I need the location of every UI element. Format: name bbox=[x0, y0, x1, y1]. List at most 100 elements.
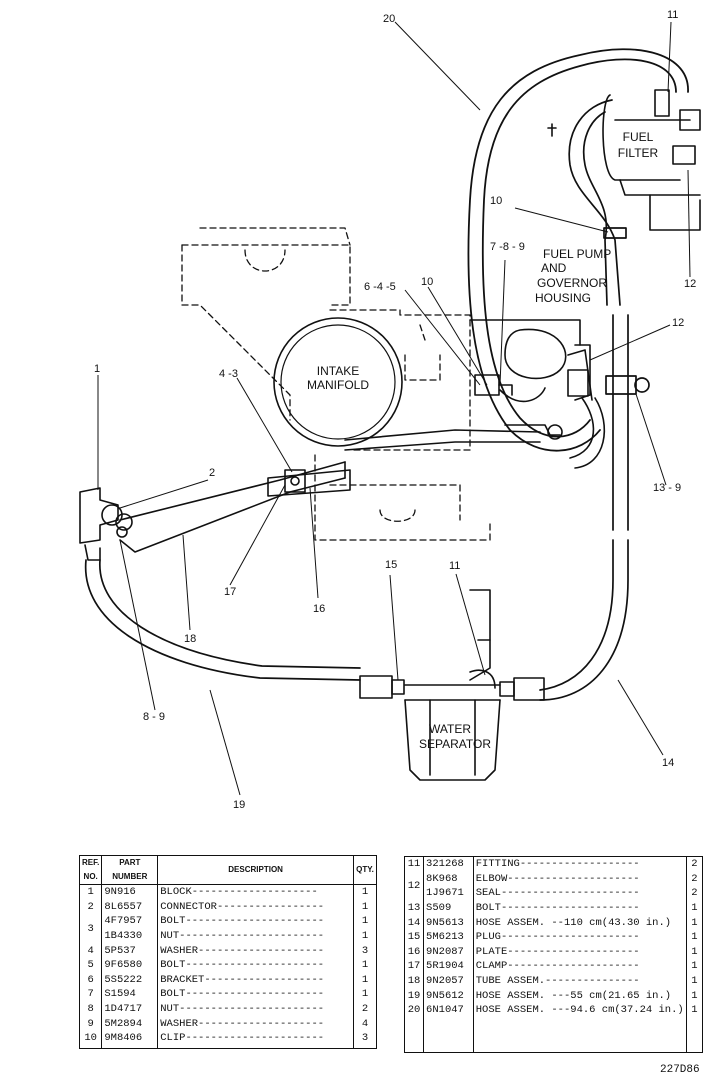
callout-19: 19 bbox=[233, 799, 245, 811]
cell-part: S1594 bbox=[101, 987, 159, 1002]
cell-part: 9F6580 bbox=[101, 957, 159, 973]
cell-qty: 1 bbox=[361, 915, 369, 928]
cell-desc: BRACKET------------------- bbox=[157, 972, 354, 988]
cell-desc: TUBE ASSEM.--------------- bbox=[473, 973, 687, 989]
table-header-row: REF. NO. PART NUMBER DESCRIPTION QTY. bbox=[79, 855, 377, 885]
cell-ref: 16 bbox=[404, 944, 425, 960]
cell-ref: 2 bbox=[79, 899, 103, 915]
cell-ref: 6 bbox=[79, 972, 103, 988]
drawing-code: 227D86 bbox=[660, 1064, 700, 1076]
label-fuel-pump-line1: FUEL PUMP bbox=[543, 247, 611, 261]
header-part-line1: PART bbox=[119, 858, 141, 867]
cell-desc: BLOCK-------------------- bbox=[157, 884, 354, 900]
cell-ref: 11 bbox=[404, 856, 425, 872]
leader-lines bbox=[97, 21, 691, 796]
parts-table-left: REF. NO. PART NUMBER DESCRIPTION QTY. 1 9… bbox=[79, 855, 377, 1049]
table-filler-row bbox=[404, 1017, 703, 1053]
label-intake-manifold-line1: INTAKE bbox=[317, 364, 359, 378]
cell-part: 9M8406 bbox=[101, 1030, 159, 1046]
cell-part: 5M2894 bbox=[101, 1016, 159, 1031]
callout-4-3: 4 -3 bbox=[219, 368, 238, 380]
cell-desc: HOSE ASSEM. ---94.6 cm(37.24 in.) bbox=[473, 1002, 687, 1018]
elbow-12 bbox=[567, 349, 606, 469]
cell-ref: 12 bbox=[404, 871, 425, 901]
cell-qty: 1 bbox=[361, 930, 369, 943]
label-fuel-filter-line1: FUEL bbox=[623, 130, 654, 144]
callout-10-upper: 10 bbox=[490, 195, 502, 207]
cell-part: 5S5222 bbox=[101, 972, 159, 988]
cell-qty: 1 bbox=[691, 989, 698, 1002]
cell-ref: 15 bbox=[404, 929, 425, 945]
cell-ref: 13 bbox=[404, 900, 425, 916]
label-intake-manifold-line2: MANIFOLD bbox=[307, 378, 369, 392]
callout-14: 14 bbox=[662, 757, 674, 769]
cell-qty: 1 bbox=[691, 902, 698, 915]
header-part-line2: NUMBER bbox=[112, 872, 148, 881]
cell-ref: 3 bbox=[79, 914, 103, 944]
cell-qty: 1 bbox=[691, 975, 698, 988]
cell-ref: 9 bbox=[79, 1016, 103, 1031]
header-ref-line2: NO. bbox=[83, 872, 98, 881]
cell-desc: FITTING------------------- bbox=[473, 856, 687, 872]
label-fuel-filter-line2: FILTER bbox=[618, 146, 659, 160]
cell-desc: BOLT---------------------- bbox=[157, 987, 354, 1002]
cell-qty: 1 bbox=[361, 959, 369, 972]
plate-16 bbox=[267, 469, 351, 497]
cell-part: 4F7957 bbox=[101, 914, 159, 929]
callout-16: 16 bbox=[313, 603, 325, 615]
cell-qty: 3 bbox=[361, 1032, 369, 1045]
callout-15: 15 bbox=[385, 559, 397, 571]
header-qty: QTY. bbox=[353, 855, 377, 885]
label-fuel-pump-line3: GOVERNOR bbox=[537, 276, 607, 290]
callout-18: 18 bbox=[184, 633, 196, 645]
header-ref-line1: REF. bbox=[82, 858, 100, 867]
cell-qty: 2 bbox=[691, 872, 698, 885]
engine-outline bbox=[181, 227, 491, 541]
label-water-separator-line1: WATER bbox=[429, 722, 471, 736]
cell-desc: WASHER-------------------- bbox=[157, 1016, 354, 1031]
label-fuel-pump-line4: HOUSING bbox=[535, 291, 591, 305]
cell-desc: BOLT---------------------- bbox=[157, 914, 354, 929]
cell-qty: 1 bbox=[691, 931, 698, 944]
callout-7-8-9: 7 -8 - 9 bbox=[490, 241, 525, 253]
callout-10-mid: 10 bbox=[421, 276, 433, 288]
cell-part: 5M6213 bbox=[423, 929, 474, 945]
cell-part: 5P537 bbox=[101, 943, 159, 958]
cell-desc: PLUG---------------------- bbox=[473, 929, 687, 945]
cell-desc: SEAL---------------------- bbox=[473, 886, 687, 901]
label-fuel-pump-line2: AND bbox=[541, 261, 567, 275]
cell-part: 1D4717 bbox=[101, 1001, 159, 1017]
cell-qty: 2 bbox=[361, 1003, 369, 1016]
block-1 bbox=[79, 487, 133, 561]
cell-desc: NUT----------------------- bbox=[157, 1001, 354, 1017]
callout-20: 20 bbox=[383, 13, 395, 25]
water-separator bbox=[404, 589, 501, 781]
cell-part: 9N2057 bbox=[423, 973, 474, 989]
callout-11-top: 11 bbox=[667, 9, 678, 21]
fuel-filter bbox=[547, 89, 701, 231]
cell-ref: 19 bbox=[404, 988, 425, 1003]
hose-14 bbox=[539, 314, 650, 701]
cell-qty: 1 bbox=[361, 886, 369, 899]
cell-qty: 1 bbox=[361, 973, 369, 986]
cell-part: 9N5612 bbox=[423, 988, 474, 1003]
cell-qty: 1 bbox=[691, 960, 698, 973]
cell-qty: 3 bbox=[361, 944, 369, 957]
cell-desc: CLIP---------------------- bbox=[157, 1030, 354, 1046]
callout-13-9: 13 - 9 bbox=[653, 482, 681, 494]
cell-ref: 8 bbox=[79, 1001, 103, 1017]
component-labels: INTAKE MANIFOLD FUEL FILTER FUEL PUMP AN… bbox=[307, 130, 659, 751]
cell-qty: 2 bbox=[691, 858, 698, 871]
